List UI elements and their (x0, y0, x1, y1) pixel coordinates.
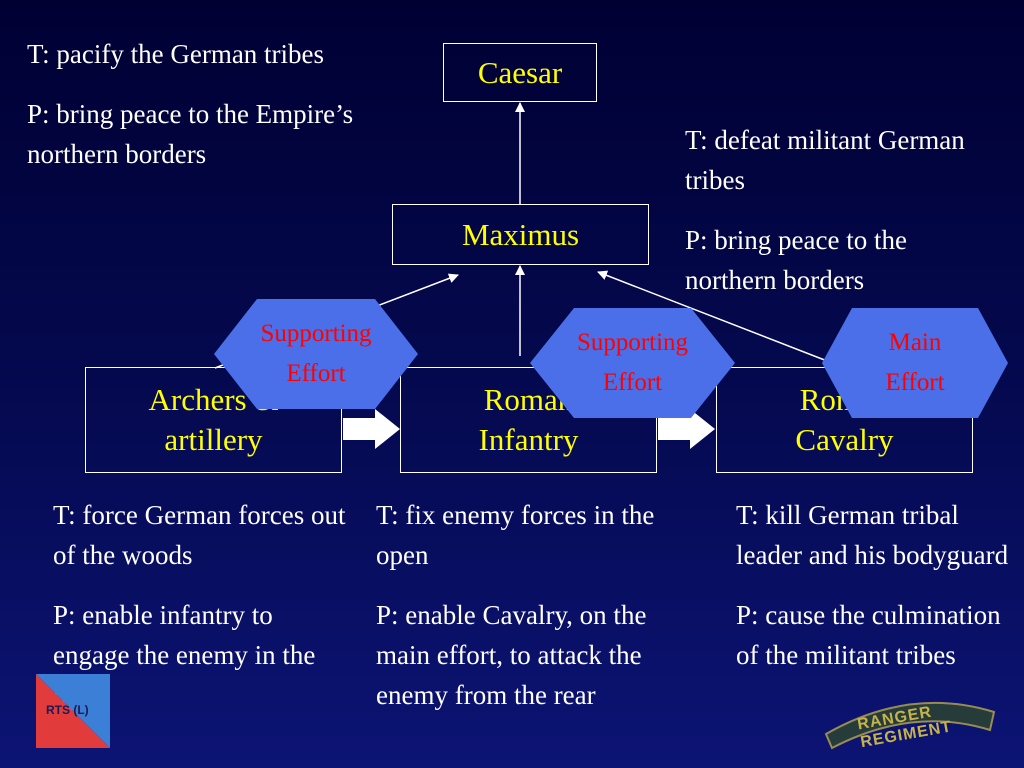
supporting-effort-label-archers: Supporting Effort (260, 320, 372, 387)
sequence-arrow-2 (658, 409, 715, 449)
cavalry-task-purpose: T: kill German tribal leader and his bod… (736, 495, 1022, 675)
maximus-label: Maximus (461, 216, 580, 252)
infantry-purpose: P: enable Cavalry, on the main effort, t… (376, 600, 647, 710)
archers-task-purpose: T: force German forces out of the woods … (53, 495, 353, 715)
cavalry-to-maximus-arrow (597, 270, 841, 367)
main-effort-badge-cavalry: Main Effort (822, 308, 1008, 418)
supporting-effort-label-infantry: Supporting Effort (576, 329, 689, 396)
maximus-task: T: defeat militant German tribes (685, 125, 965, 195)
caesar-task: T: pacify the German tribes (27, 39, 325, 69)
maximus-purpose: P: bring peace to the northern borders (685, 225, 907, 295)
cavalry-task: T: kill German tribal leader and his bod… (736, 500, 1009, 570)
rts-logo-icon (36, 674, 110, 748)
caesar-purpose: P: bring peace to the Empire’s northern … (27, 99, 354, 169)
caesar-box: Caesar (443, 43, 597, 102)
maximus-task-purpose: T: defeat militant German tribes P: brin… (685, 120, 1005, 300)
rts-logo-text: RTS (L) (46, 703, 89, 717)
infantry-task: T: fix enemy forces in the open (376, 500, 655, 570)
cavalry-purpose: P: cause the culmination of the militant… (736, 600, 1001, 670)
archers-purpose: P: enable infantry to engage the enemy i… (53, 600, 316, 710)
infantry-task-purpose: T: fix enemy forces in the open P: enabl… (376, 495, 696, 715)
ranger-tab-icon (824, 701, 996, 750)
main-effort-label-cavalry: Main Effort (885, 329, 945, 396)
caesar-task-purpose: T: pacify the German tribes P: bring pea… (27, 34, 427, 174)
maximus-box: Maximus (392, 204, 649, 265)
supporting-effort-badge-infantry: Supporting Effort (530, 308, 735, 418)
sequence-arrow-1 (343, 409, 400, 449)
archers-task: T: force German forces out of the woods (53, 500, 346, 570)
caesar-label: Caesar (477, 54, 563, 90)
supporting-effort-badge-archers: Supporting Effort (214, 299, 418, 409)
